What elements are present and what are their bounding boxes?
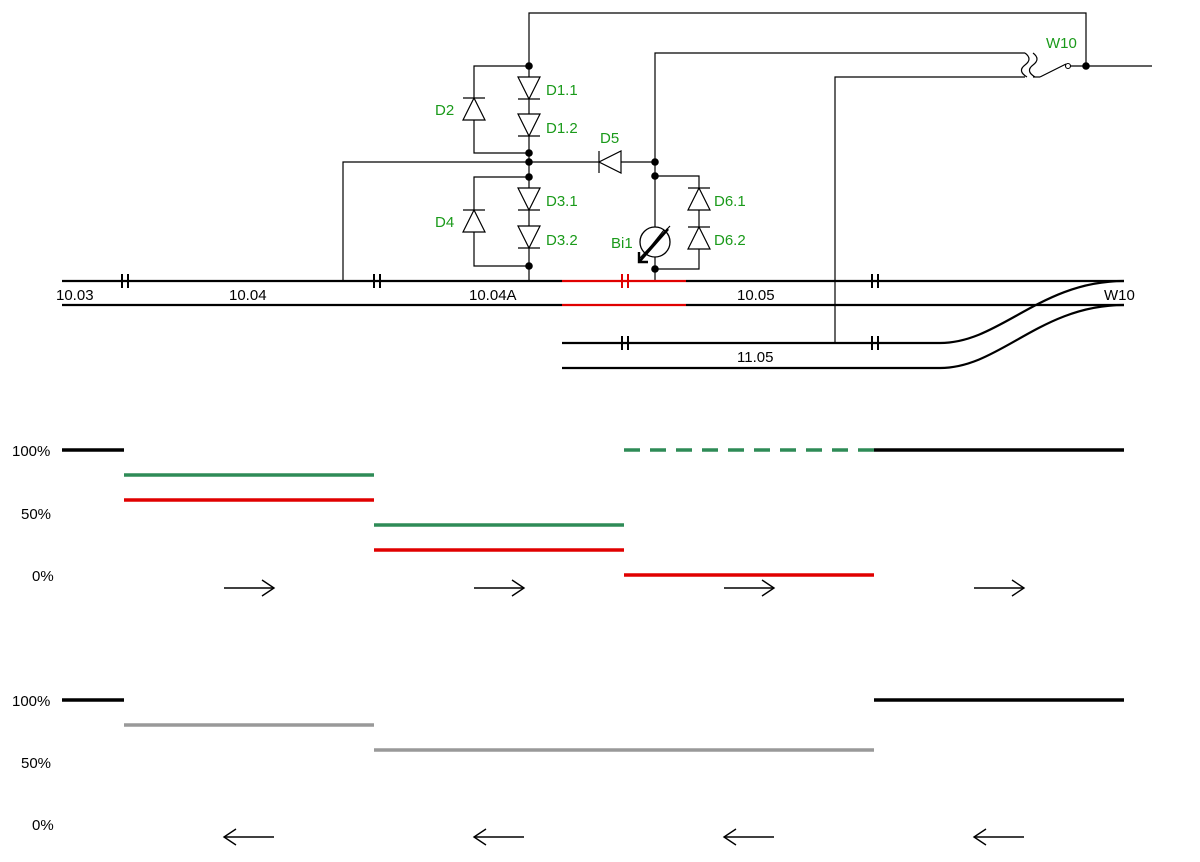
axis-label-0: 0% (32, 568, 54, 585)
diode-d5 (598, 150, 622, 174)
section-label-w10: W10 (1104, 287, 1135, 304)
diode-d2 (462, 97, 486, 121)
wire-d5-to-switch (654, 52, 1025, 161)
wire-to-1004 (342, 161, 529, 281)
junction-dot (525, 62, 533, 70)
diode-d1-2 (517, 113, 541, 137)
diodes (462, 76, 711, 250)
arrow-left-icon (472, 828, 524, 846)
direction-arrows-forward (224, 579, 1026, 597)
rail-siding-lower (562, 303, 1125, 370)
junction-dot (525, 149, 533, 157)
wire-break-mark (1028, 52, 1038, 78)
axis-label-50: 50% (21, 506, 51, 523)
axis-label-0: 0% (32, 817, 54, 834)
arrow-right-icon (724, 579, 776, 597)
junction-dot (1082, 62, 1090, 70)
track-plan: 10.03 10.04 10.04A 10.05 W10 11.05 (56, 274, 1135, 370)
speed-chart-forward: 100% 50% 0% (12, 443, 1124, 597)
section-label-1005: 10.05 (737, 287, 775, 304)
label-d3-2: D3.2 (546, 232, 578, 249)
axis-label-100: 100% (12, 443, 50, 460)
switch-blade (1039, 63, 1067, 78)
label-d6-2: D6.2 (714, 232, 746, 249)
arrow-right-icon (474, 579, 526, 597)
diode-d1-1 (517, 76, 541, 100)
arrow-left-icon (722, 828, 774, 846)
junction-dot (651, 265, 659, 273)
junction-dot (651, 158, 659, 166)
wire-top-loop (528, 12, 1087, 66)
insulated-joints (121, 274, 879, 350)
label-w10: W10 (1046, 35, 1077, 52)
axis-label-100: 100% (12, 693, 50, 710)
arrow-right-icon (974, 579, 1026, 597)
section-label-1003: 10.03 (56, 287, 94, 304)
label-d1-1: D1.1 (546, 82, 578, 99)
label-d4: D4 (435, 214, 454, 231)
label-d3-1: D3.1 (546, 193, 578, 210)
wire-1105-to-switch (834, 76, 1025, 343)
label-d6-1: D6.1 (714, 193, 746, 210)
bulb-bi1 (637, 225, 671, 264)
label-d1-2: D1.2 (546, 120, 578, 137)
junction-dot (525, 173, 533, 181)
junction-dot (525, 262, 533, 270)
label-d2: D2 (435, 102, 454, 119)
insulated-joint-red (621, 274, 629, 288)
section-label-1004: 10.04 (229, 287, 267, 304)
section-label-1004a: 10.04A (469, 287, 517, 304)
switch-pivot (1064, 62, 1072, 70)
rail-siding-upper (562, 279, 1125, 345)
diode-d4 (462, 209, 486, 233)
diode-d6-1 (687, 187, 711, 211)
diode-d6-2 (687, 226, 711, 250)
axis-label-50: 50% (21, 755, 51, 772)
diode-d3-1 (517, 187, 541, 211)
component-labels: W10 D1.1 D1.2 D2 D5 D3.1 D3.2 D4 D6.1 D6… (435, 35, 1077, 252)
label-bi1: Bi1 (611, 235, 633, 252)
speed-chart-reverse: 100% 50% 0% (12, 693, 1124, 846)
junction-dot (525, 158, 533, 166)
arrow-left-icon (222, 828, 274, 846)
wire-break-mark (1020, 52, 1030, 78)
wire-d6-loop (655, 175, 700, 270)
label-d5: D5 (600, 130, 619, 147)
direction-arrows-reverse (222, 828, 1024, 846)
section-label-1105: 11.05 (737, 349, 773, 366)
diode-d3-2 (517, 225, 541, 249)
junction-dot (651, 172, 659, 180)
arrow-right-icon (224, 579, 276, 597)
arrow-left-icon (972, 828, 1024, 846)
